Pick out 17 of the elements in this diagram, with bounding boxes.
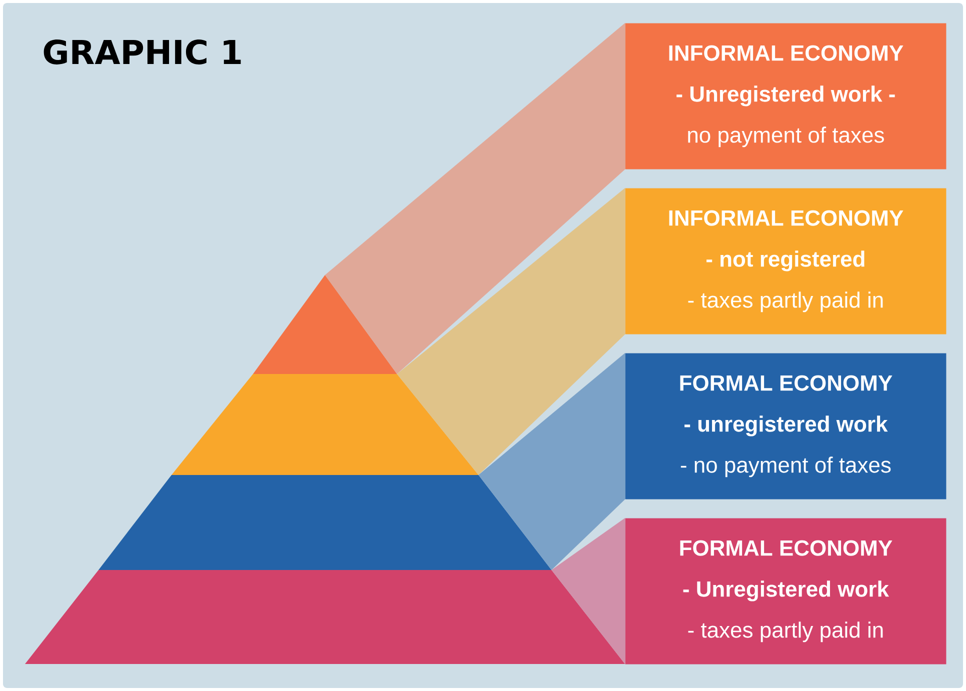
box-heading: FORMAL ECONOMY <box>680 540 892 556</box>
box-note: - taxes partly paid in <box>688 292 883 312</box>
text-box <box>625 188 946 334</box>
box-heading: FORMAL ECONOMY <box>680 375 892 391</box>
box-subheading: - unregistered work <box>684 416 888 436</box>
text-box <box>625 518 946 664</box>
title: GRAPHIC 1 <box>44 40 241 64</box>
box-heading: INFORMAL ECONOMY <box>669 45 904 61</box>
box-subheading: - Unregistered work <box>683 580 890 602</box>
box-subheading: - Unregistered work - <box>676 86 895 106</box>
box-heading: INFORMAL ECONOMY <box>669 210 904 226</box>
box-note: no payment of taxes <box>688 126 884 148</box>
text-box <box>625 353 946 500</box>
box-note: - no payment of taxes <box>680 456 891 478</box>
box-subheading: - not registered <box>706 250 864 272</box>
box-note: - taxes partly paid in <box>688 622 883 642</box>
text-box <box>625 23 946 170</box>
